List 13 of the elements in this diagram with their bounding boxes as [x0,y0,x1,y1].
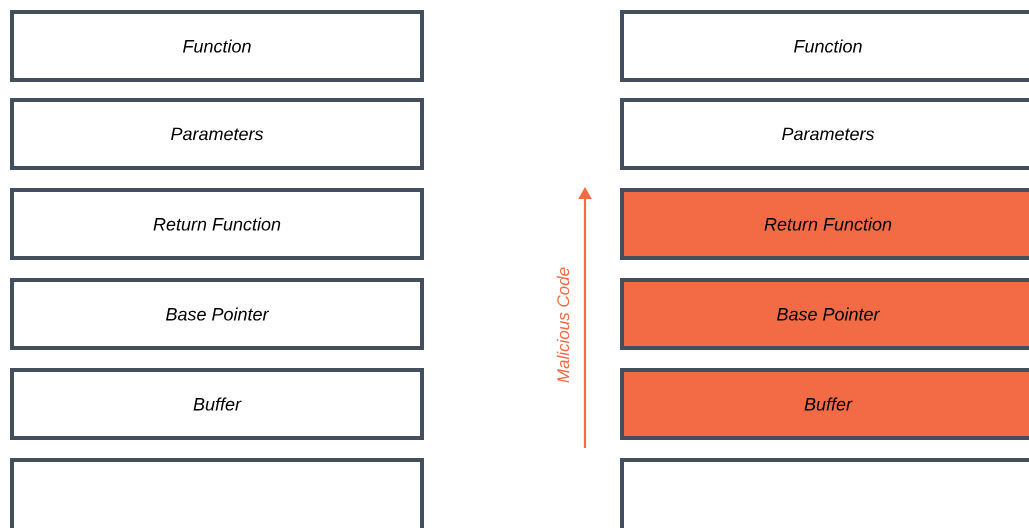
stack-frame-box: Buffer [10,368,424,440]
arrow-label: Malicious Code [556,267,570,383]
stack-frame-box: Return Function [620,188,1029,260]
stack-frame-box: Function [620,10,1029,82]
stack-frame-box: Base Pointer [10,278,424,350]
empty-box [620,458,1029,528]
stack-frame-box: Parameters [10,98,424,170]
stack-frame-box: Return Function [10,188,424,260]
stack-frame-box: Base Pointer [620,278,1029,350]
stack-frame-box: Buffer [620,368,1029,440]
empty-box [10,458,424,528]
stack-frame-box: Function [10,10,424,82]
stack-frame-box: Parameters [620,98,1029,170]
